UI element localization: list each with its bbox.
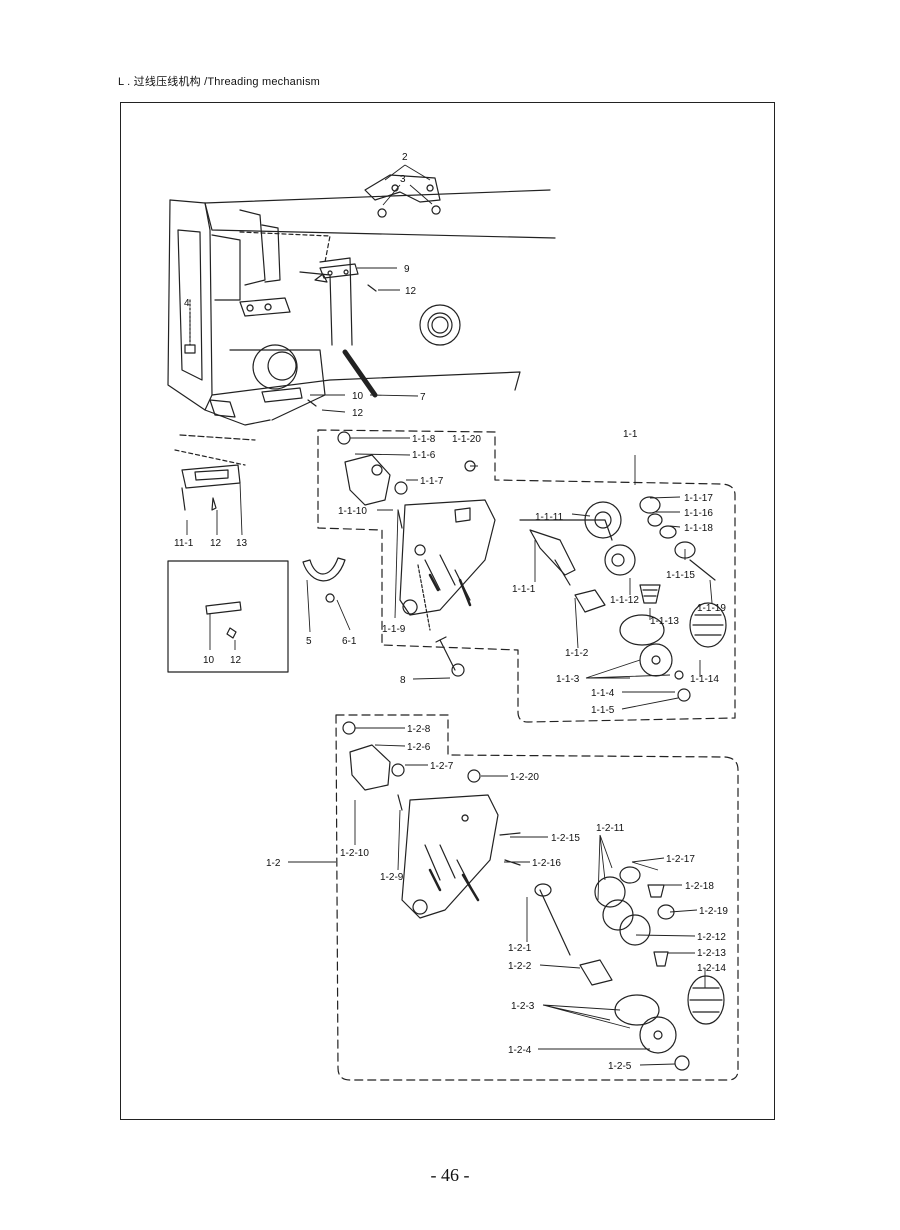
label-11-1: 11-1 <box>174 538 194 549</box>
label-1-2-13: 1-2-13 <box>697 948 726 959</box>
assembly-1-2-boundary <box>335 714 739 1081</box>
section-heading: L . 过线压线机构 /Threading mechanism <box>118 76 321 88</box>
assembly-1-1-boundary <box>317 429 736 723</box>
screw-8 <box>435 636 465 677</box>
label-1-1-16: 1-1-16 <box>684 508 713 519</box>
curved-guide-5 <box>302 557 346 603</box>
label-6-1: 6-1 <box>342 636 357 647</box>
label-1-1-4: 1-1-4 <box>591 688 615 699</box>
label-1-1-11: 1-1-11 <box>535 512 564 523</box>
label-1-2-20: 1-2-20 <box>510 772 539 783</box>
label-13: 13 <box>236 538 248 549</box>
label-1-2-9: 1-2-9 <box>380 872 404 883</box>
label-1-1-9: 1-1-9 <box>382 624 406 635</box>
label-1-1: 1-1 <box>623 429 638 440</box>
label-1-2-12: 1-2-12 <box>697 932 726 943</box>
label-10: 10 <box>352 391 364 402</box>
label-1-2-15: 1-2-15 <box>551 833 580 844</box>
label-1-1-5: 1-1-5 <box>591 705 615 716</box>
label-10: 10 <box>203 655 215 666</box>
label-1-2-14: 1-2-14 <box>697 963 726 974</box>
label-1-1-12: 1-1-12 <box>610 595 639 606</box>
inset-box <box>167 560 289 673</box>
label-1-2-5: 1-2-5 <box>608 1061 632 1072</box>
label-1-1-15: 1-1-15 <box>666 570 695 581</box>
page-number: - 46 - <box>430 1165 470 1185</box>
label-1-1-8: 1-1-8 <box>412 434 436 445</box>
label-1-1-17: 1-1-17 <box>684 493 713 504</box>
label-1-1-14: 1-1-14 <box>690 674 719 685</box>
label-1-2-1: 1-2-1 <box>508 943 532 954</box>
label-3: 3 <box>400 174 406 185</box>
thread-guide-11-1 <box>181 464 241 511</box>
label-9: 9 <box>404 264 410 275</box>
label-1-2: 1-2 <box>266 858 281 869</box>
label-1-2-6: 1-2-6 <box>407 742 431 753</box>
label-1-1-13: 1-1-13 <box>650 616 679 627</box>
ring-part <box>419 304 461 346</box>
diagram-frame <box>120 102 775 1120</box>
label-5: 5 <box>306 636 312 647</box>
label-12: 12 <box>230 655 242 666</box>
label-12: 12 <box>210 538 222 549</box>
machine-head-frame <box>167 189 556 466</box>
label-1-2-16: 1-2-16 <box>532 858 561 869</box>
label-1-2-19: 1-2-19 <box>699 906 728 917</box>
label-1-1-18: 1-1-18 <box>684 523 713 534</box>
label-1-2-18: 1-2-18 <box>685 881 714 892</box>
label-4: 4 <box>184 298 190 309</box>
label-12: 12 <box>352 408 364 419</box>
label-1-2-2: 1-2-2 <box>508 961 532 972</box>
label-1-2-10: 1-2-10 <box>340 848 369 859</box>
label-7: 7 <box>420 392 426 403</box>
label-1-2-17: 1-2-17 <box>666 854 695 865</box>
guide-plates-9-10 <box>261 263 377 407</box>
label-1-2-8: 1-2-8 <box>407 724 431 735</box>
label-1-1-7: 1-1-7 <box>420 476 444 487</box>
label-1-2-7: 1-2-7 <box>430 761 454 772</box>
label-1-1-2: 1-1-2 <box>565 648 589 659</box>
leader-lines <box>186 164 713 1066</box>
label-1-1-10: 1-1-10 <box>338 506 367 517</box>
label-1-1-19: 1-1-19 <box>697 603 726 614</box>
label-1-2-11: 1-2-11 <box>596 823 625 834</box>
assembly-1-1-parts <box>337 431 727 702</box>
label-12: 12 <box>405 286 417 297</box>
label-1-2-3: 1-2-3 <box>511 1001 535 1012</box>
part-labels: 2 3 9 12 4 10 7 12 11-1 12 13 10 12 5 6-… <box>174 152 728 1072</box>
label-1-1-3: 1-1-3 <box>556 674 580 685</box>
label-1-1-6: 1-1-6 <box>412 450 436 461</box>
label-2: 2 <box>402 152 408 163</box>
label-1-1-20: 1-1-20 <box>452 434 481 445</box>
label-8: 8 <box>400 675 406 686</box>
label-1-1-1: 1-1-1 <box>512 584 536 595</box>
label-1-2-4: 1-2-4 <box>508 1045 532 1056</box>
